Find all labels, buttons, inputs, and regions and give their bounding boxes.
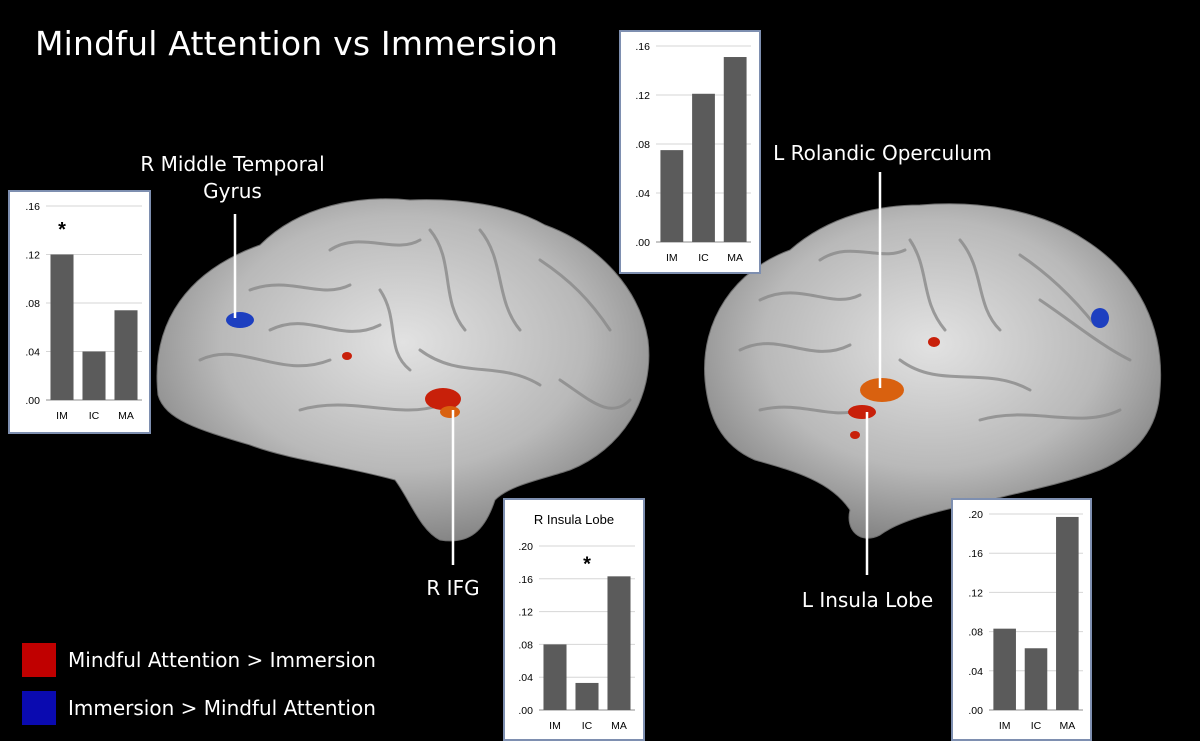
y-tick-label: .04: [968, 666, 983, 678]
label-r-ifg: R IFG: [426, 576, 480, 600]
significance-marker: *: [583, 553, 591, 575]
bar-ma: [723, 57, 747, 243]
label-l-rolandic-operculum: L Rolandic Operculum: [773, 141, 992, 165]
y-tick-label: .08: [635, 139, 650, 151]
label-l-insula-lobe: L Insula Lobe: [801, 588, 934, 612]
left-hemisphere-brain: [704, 172, 1162, 575]
activation-red-r-ifg: [425, 388, 461, 410]
y-tick-label: .00: [518, 705, 533, 717]
x-tick-label: MA: [727, 252, 743, 264]
x-tick-label: IC: [1031, 720, 1042, 732]
y-tick-label: .12: [635, 90, 650, 102]
bar-im: [543, 644, 567, 710]
y-tick-label: .04: [518, 672, 533, 684]
y-tick-label: .08: [968, 627, 983, 639]
legend-swatch-red: [22, 643, 56, 677]
activation-blue-r-mtg: [226, 312, 254, 328]
x-tick-label: IC: [698, 252, 709, 264]
x-tick-label: IC: [582, 720, 593, 732]
x-tick-label: MA: [118, 410, 134, 422]
y-tick-label: .12: [25, 250, 40, 262]
y-tick-label: .04: [25, 347, 40, 359]
legend-label: Immersion > Mindful Attention: [68, 696, 376, 720]
bar-im: [993, 628, 1016, 710]
bar-im: [50, 254, 74, 400]
y-tick-label: .16: [968, 548, 983, 560]
bar-im: [660, 150, 684, 242]
chart-title: R Insula Lobe: [534, 512, 614, 527]
x-tick-label: IC: [89, 410, 100, 422]
legend-item-immersion-gt-mindful: Immersion > Mindful Attention: [22, 691, 376, 725]
legend-item-mindful-gt-immersion: Mindful Attention > Immersion: [22, 643, 376, 677]
label-r-middle-temporal-gyrus: R Middle Temporal Gyrus: [140, 152, 325, 203]
y-tick-label: .16: [635, 41, 650, 53]
x-tick-label: IM: [999, 720, 1011, 732]
bar-ma: [607, 576, 631, 710]
x-tick-label: MA: [611, 720, 627, 732]
x-tick-label: MA: [1059, 720, 1075, 732]
y-tick-label: .00: [968, 705, 983, 717]
y-tick-label: .20: [518, 541, 533, 553]
y-tick-label: .08: [518, 639, 533, 651]
legend-label: Mindful Attention > Immersion: [68, 648, 376, 672]
x-tick-label: IM: [549, 720, 561, 732]
activation-orange-l-rolandic: [860, 378, 904, 402]
page-title: Mindful Attention vs Immersion: [35, 24, 559, 63]
right-hemisphere-brain: [156, 198, 650, 565]
legend-swatch-blue: [22, 691, 56, 725]
bar-ic: [82, 351, 106, 400]
y-tick-label: .12: [518, 607, 533, 619]
y-tick-label: .12: [968, 587, 983, 599]
x-tick-label: IM: [666, 252, 678, 264]
y-tick-label: .04: [635, 188, 650, 200]
bar-ma: [1056, 516, 1079, 710]
bar-ic: [1024, 648, 1048, 710]
bar-ic: [575, 682, 599, 710]
y-tick-label: .00: [25, 395, 40, 407]
bar-ic: [692, 93, 715, 243]
y-tick-label: .16: [25, 201, 40, 213]
bar-ma: [114, 310, 138, 400]
y-tick-label: .20: [968, 509, 983, 521]
y-tick-label: .16: [518, 574, 533, 586]
y-tick-label: .08: [25, 298, 40, 310]
significance-marker: *: [58, 219, 66, 241]
y-tick-label: .00: [635, 237, 650, 249]
x-tick-label: IM: [56, 410, 68, 422]
